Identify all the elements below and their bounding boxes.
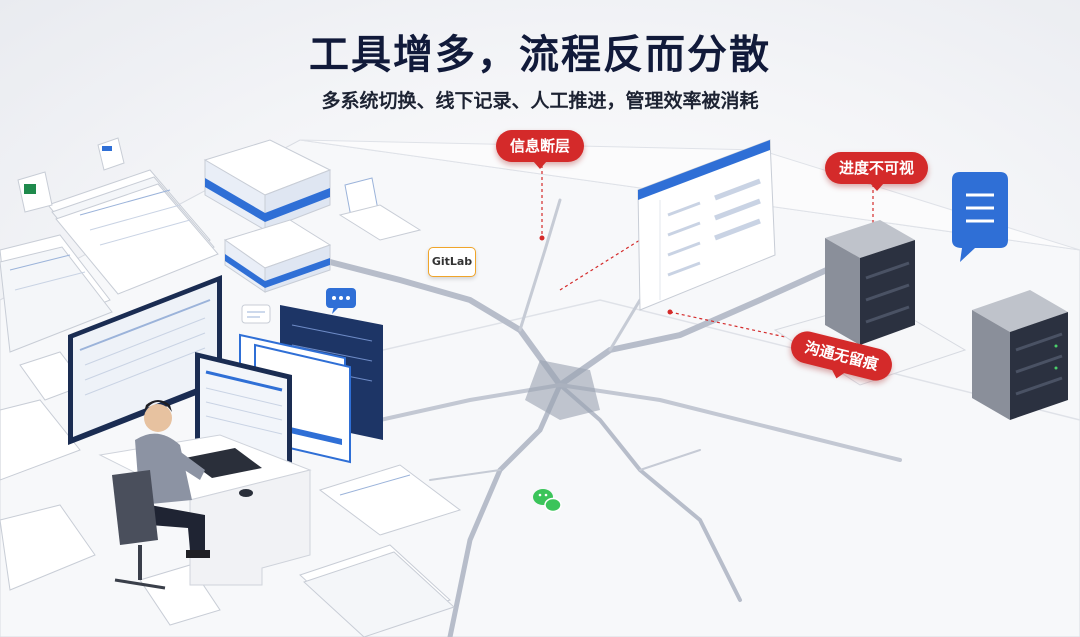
server-rack-right: [972, 290, 1068, 420]
paper-stack-bottom-center: [139, 464, 462, 637]
page-subtitle: 多系统切换、线下记录、人工推进，管理效率被消耗: [321, 90, 759, 112]
gitlab-label: GitLab: [428, 247, 476, 277]
small-chat-icon: [241, 304, 271, 324]
small-tablet: [338, 177, 422, 241]
monitor-back-left: [68, 275, 222, 445]
floating-app-window: [637, 139, 776, 311]
wechat-icon: [533, 489, 562, 513]
server-rack-middle: [825, 220, 915, 345]
chat-bubble-icon: [326, 288, 356, 314]
office-worker-figure: [112, 400, 210, 590]
paper-stack-left: [0, 234, 113, 353]
excel-file-icon: [17, 171, 53, 213]
document-box-top: [203, 139, 332, 231]
document-box-middle: [223, 219, 332, 293]
message-list-icon: [952, 172, 1008, 262]
callout-progress-invisible: 进度不可视: [825, 152, 929, 191]
callout-info-gap: 信息断层: [496, 130, 585, 169]
document-icon: [97, 137, 125, 171]
callout-connectors: [539, 165, 874, 339]
floor-cracks: [298, 198, 902, 637]
paper-stack-top-left: [47, 169, 219, 295]
page-title: 工具增多，流程反而分散: [309, 32, 771, 78]
